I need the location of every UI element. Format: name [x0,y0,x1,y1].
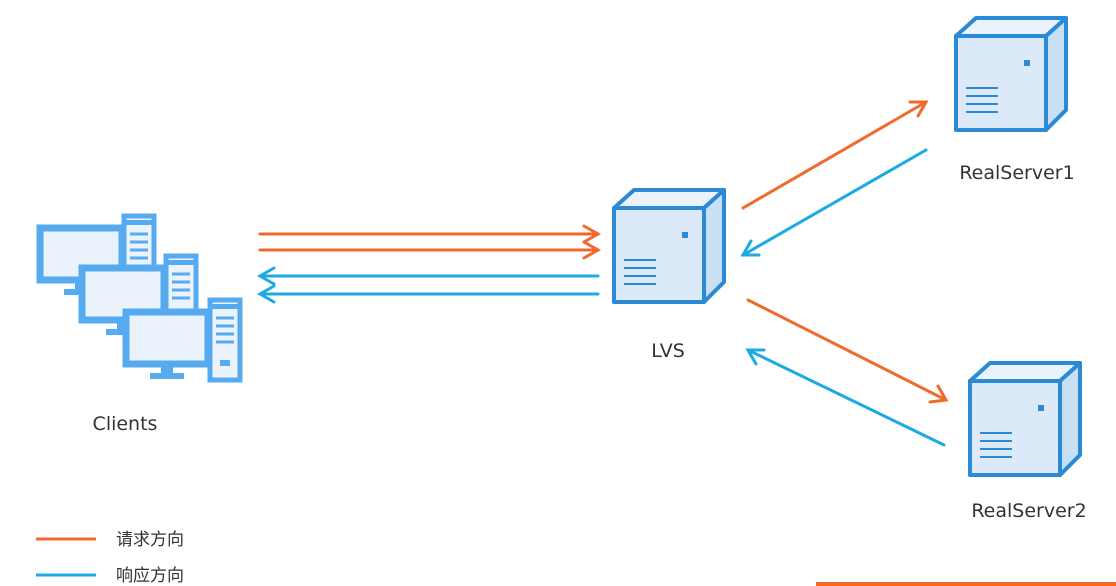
realserver1-icon [954,16,1068,132]
legend-response-label: 响应方向 [116,566,184,586]
realserver1-label: RealServer1 [959,162,1074,184]
request-arrow-lvs-realserver2 [746,298,949,404]
response-arrow-lvs-client-1 [256,266,600,286]
realserver2-icon [968,361,1082,477]
request-arrow-client-lvs-2 [258,240,602,260]
legend-request-label: 请求方向 [116,530,184,550]
response-arrow-lvs-client-2 [256,284,600,304]
lvs-label: LVS [651,340,685,362]
client-computers-icon [40,216,240,380]
realserver2-label: RealServer2 [971,500,1086,522]
lvs-server-icon [612,188,726,304]
request-arrow-lvs-realserver1 [741,100,929,210]
response-arrow-realserver1-lvs [740,148,928,257]
legend: 请求方向 响应方向 [36,530,184,586]
request-arrow-client-lvs-1 [258,224,602,244]
bottom-accent-bar [816,582,1116,586]
response-arrow-realserver2-lvs [745,348,946,447]
clients-label: Clients [93,413,158,435]
